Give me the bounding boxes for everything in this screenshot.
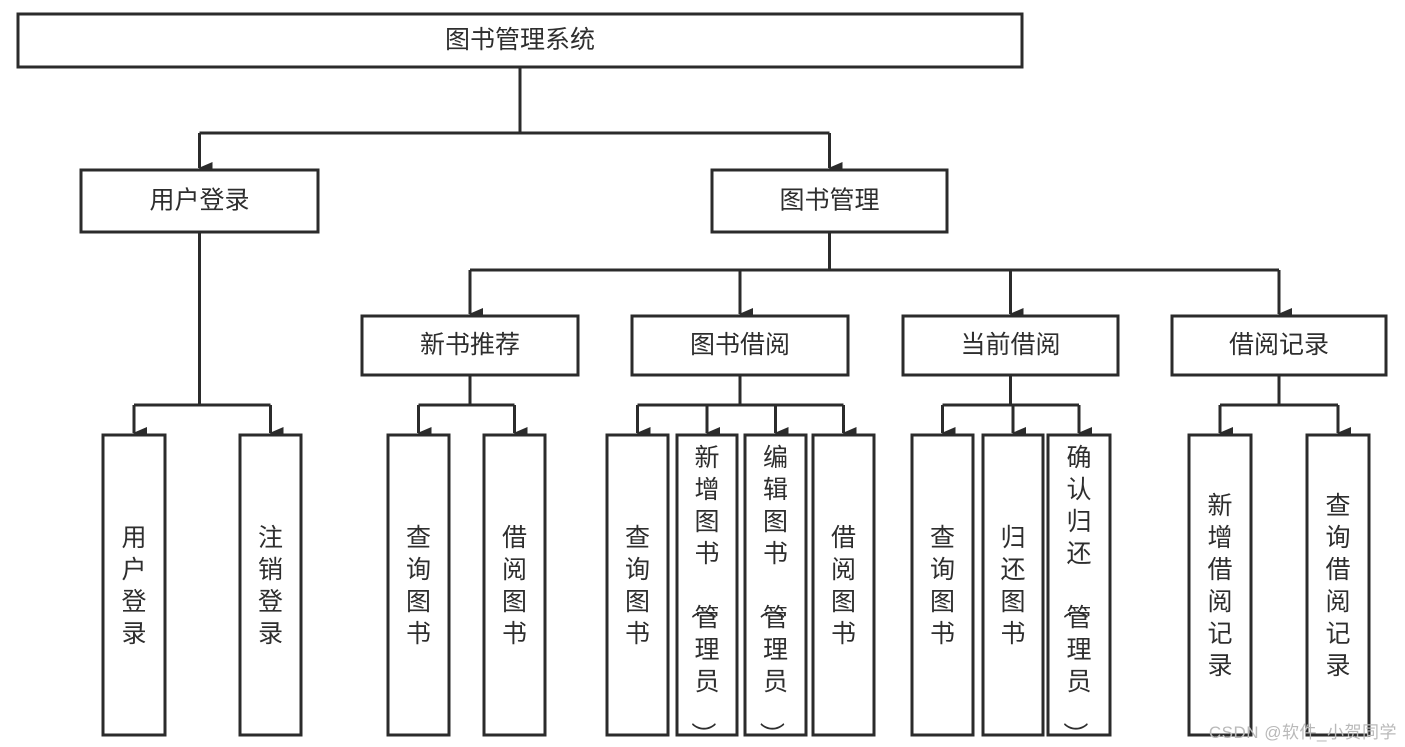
node-label: 用户登录: [121, 524, 146, 648]
node-b2[interactable]: 新增图书（管理员）: [675, 433, 739, 747]
node-box[interactable]: [710, 168, 949, 234]
node-label: 新增图书（管理员）: [688, 444, 719, 747]
node-label: 当前借阅: [960, 331, 1060, 359]
node-label: 借阅图书: [831, 524, 856, 648]
watermark: CSDN @软件_小贺同学: [1208, 723, 1397, 742]
node-b1[interactable]: 查询图书: [605, 433, 670, 737]
node-label: 借阅记录: [1229, 331, 1329, 359]
node-c3[interactable]: 确认归还（管理员）: [1046, 433, 1112, 747]
node-label: 查询图书: [625, 524, 650, 648]
node-n1[interactable]: 查询图书: [386, 433, 451, 737]
node-box[interactable]: [16, 12, 1024, 69]
node-current[interactable]: 当前借阅: [901, 314, 1120, 377]
node-r1[interactable]: 新增借阅记录: [1187, 433, 1253, 737]
node-box[interactable]: [630, 314, 850, 377]
node-c2[interactable]: 归还图书: [981, 433, 1045, 737]
node-box[interactable]: [482, 433, 547, 737]
node-label: 图书管理系统: [445, 26, 595, 54]
node-box[interactable]: [79, 168, 320, 234]
node-box[interactable]: [238, 433, 303, 737]
node-label: 确认归还（管理员）: [1060, 444, 1091, 747]
node-l2[interactable]: 注销登录: [238, 433, 303, 737]
node-label: 图书管理: [779, 187, 879, 215]
node-box[interactable]: [743, 433, 808, 737]
node-label: 新增借阅记录: [1207, 492, 1232, 680]
node-label: 注销登录: [258, 524, 283, 648]
node-label: 用户登录: [149, 187, 249, 215]
node-newbook[interactable]: 新书推荐: [360, 314, 580, 377]
node-box[interactable]: [910, 433, 975, 737]
node-box[interactable]: [1187, 433, 1253, 737]
node-label: 归还图书: [1000, 524, 1025, 648]
node-borrow[interactable]: 图书借阅: [630, 314, 850, 377]
node-r2[interactable]: 查询借阅记录: [1305, 433, 1371, 737]
node-root[interactable]: 图书管理系统: [16, 12, 1024, 69]
node-login[interactable]: 用户登录: [79, 168, 320, 234]
node-n2[interactable]: 借阅图书: [482, 433, 547, 737]
node-label: 查询图书: [406, 524, 431, 648]
node-box[interactable]: [386, 433, 451, 737]
connector-layer: [132, 67, 1351, 439]
node-b3[interactable]: 编辑图书（管理员）: [743, 433, 808, 747]
node-label: 图书借阅: [690, 331, 790, 359]
node-c1[interactable]: 查询图书: [910, 433, 975, 737]
node-label: 查询图书: [930, 524, 955, 648]
node-label: 新书推荐: [420, 331, 520, 359]
node-b4[interactable]: 借阅图书: [811, 433, 876, 737]
node-box[interactable]: [605, 433, 670, 737]
node-l1[interactable]: 用户登录: [101, 433, 167, 737]
node-box[interactable]: [1046, 433, 1112, 737]
node-box[interactable]: [981, 433, 1045, 737]
node-box[interactable]: [360, 314, 580, 377]
node-box[interactable]: [811, 433, 876, 737]
node-box[interactable]: [101, 433, 167, 737]
node-box[interactable]: [901, 314, 1120, 377]
node-layer: 图书管理系统用户登录图书管理新书推荐图书借阅当前借阅借阅记录用户登录注销登录查询…: [16, 12, 1388, 747]
node-label: 查询借阅记录: [1325, 492, 1350, 680]
node-box[interactable]: [1305, 433, 1371, 737]
node-box[interactable]: [1170, 314, 1388, 377]
node-label: 编辑图书（管理员）: [757, 444, 788, 747]
node-label: 借阅图书: [502, 524, 527, 648]
node-record[interactable]: 借阅记录: [1170, 314, 1388, 377]
node-bookmgmt[interactable]: 图书管理: [710, 168, 949, 234]
node-box[interactable]: [675, 433, 739, 737]
